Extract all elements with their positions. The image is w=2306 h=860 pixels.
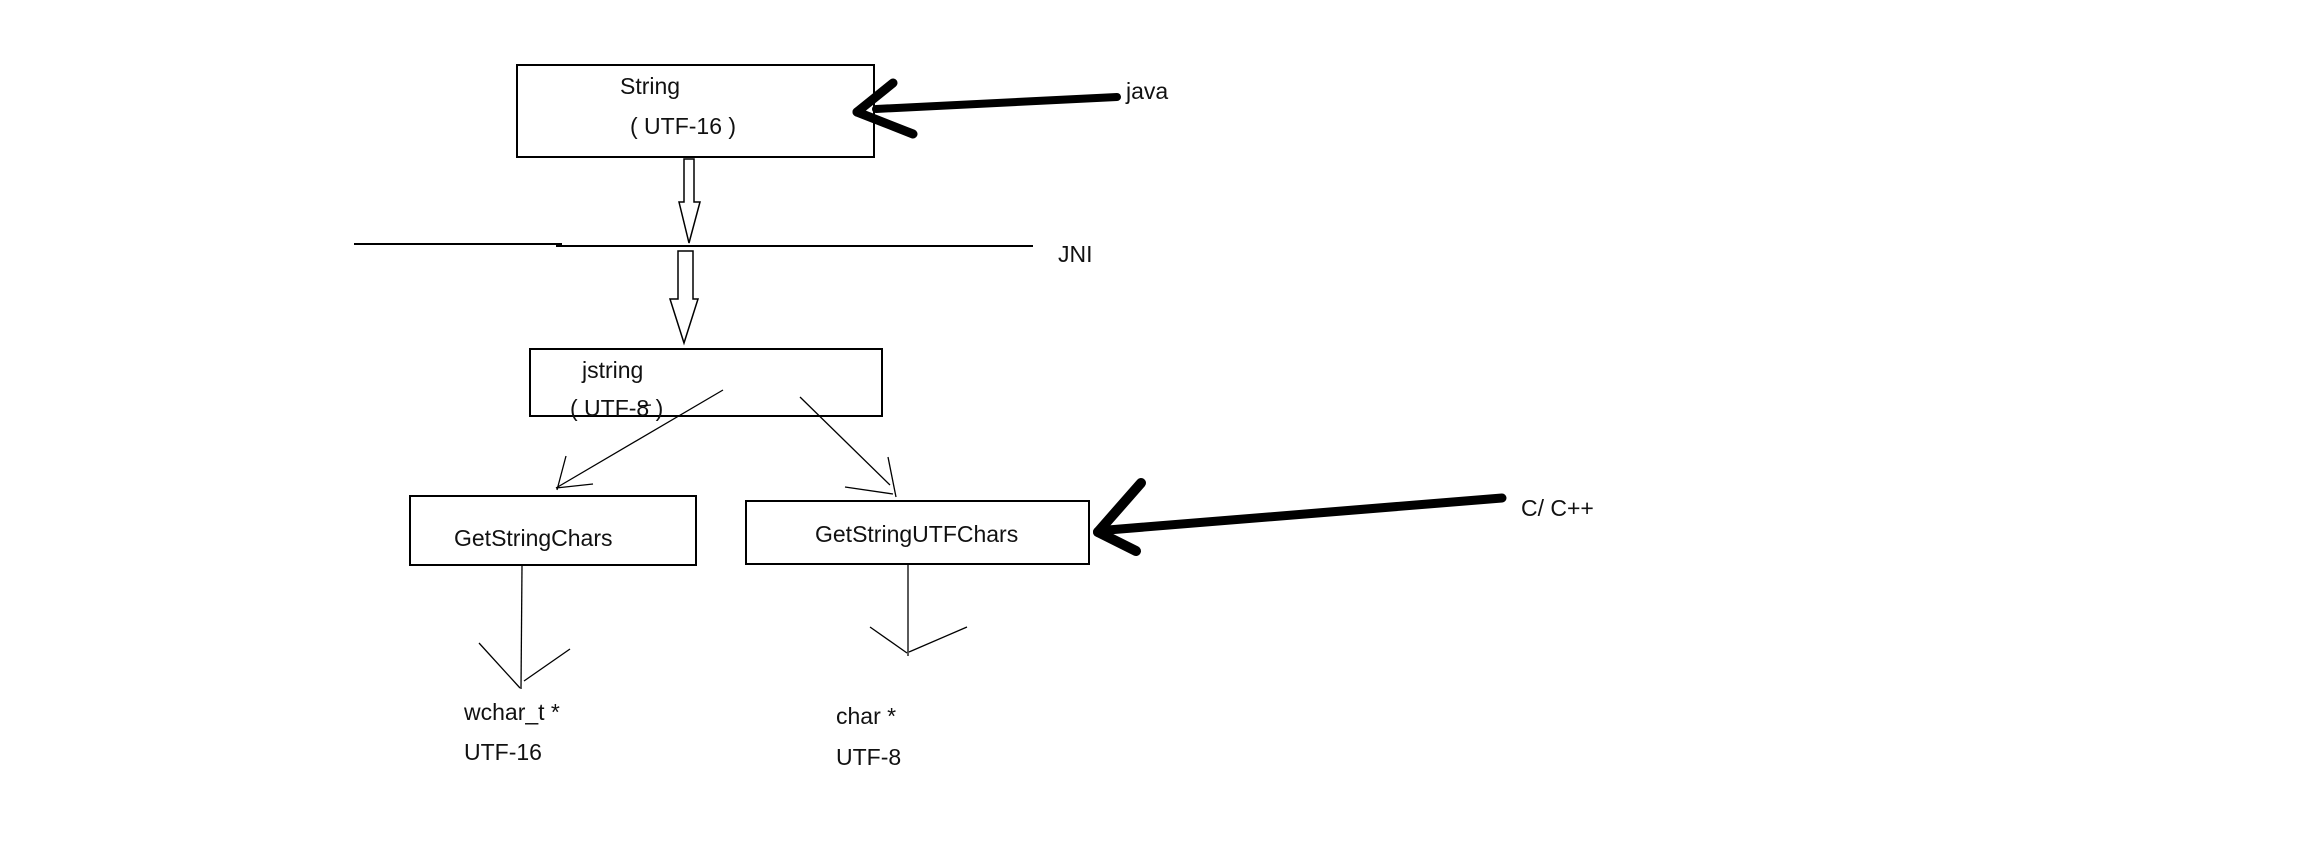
jstring-box-encoding: ( UTF-8 ): [570, 395, 664, 421]
flow-arrow-string-to-jni-icon: [678, 158, 701, 244]
java-label: java: [1126, 78, 1169, 104]
string-box: String ( UTF-16 ): [516, 64, 875, 158]
jstring-box: jstring ( UTF-8 ): [529, 348, 883, 421]
wchar-output-type: wchar_t *: [464, 699, 560, 725]
getstringchars-box: GetStringChars: [409, 495, 697, 566]
c-cpp-label: C/ C++: [1521, 495, 1594, 521]
string-box-title: String: [620, 73, 681, 99]
jstring-box-title: jstring: [582, 357, 644, 383]
wchar-output-encoding: UTF-16: [464, 739, 542, 765]
c-cpp-annotation-arrow-icon: [1093, 478, 1507, 556]
char-output-type: char *: [836, 703, 897, 729]
getstringchars-label: GetStringChars: [454, 525, 613, 551]
getstringutfchars-label: GetStringUTFChars: [815, 521, 1019, 547]
jni-divider-line: [354, 243, 1033, 247]
string-box-encoding: ( UTF-16 ): [630, 113, 737, 139]
arrow-getstringutfchars-to-output-icon: [869, 565, 968, 656]
arrow-getstringchars-to-output-icon: [478, 565, 571, 690]
flow-arrow-jni-to-jstring-icon: [668, 250, 700, 346]
jni-label: JNI: [1058, 241, 1093, 267]
getstringutfchars-box: GetStringUTFChars: [745, 500, 1090, 565]
java-annotation-arrow-icon: [852, 78, 1121, 139]
char-output-encoding: UTF-8: [836, 744, 902, 770]
